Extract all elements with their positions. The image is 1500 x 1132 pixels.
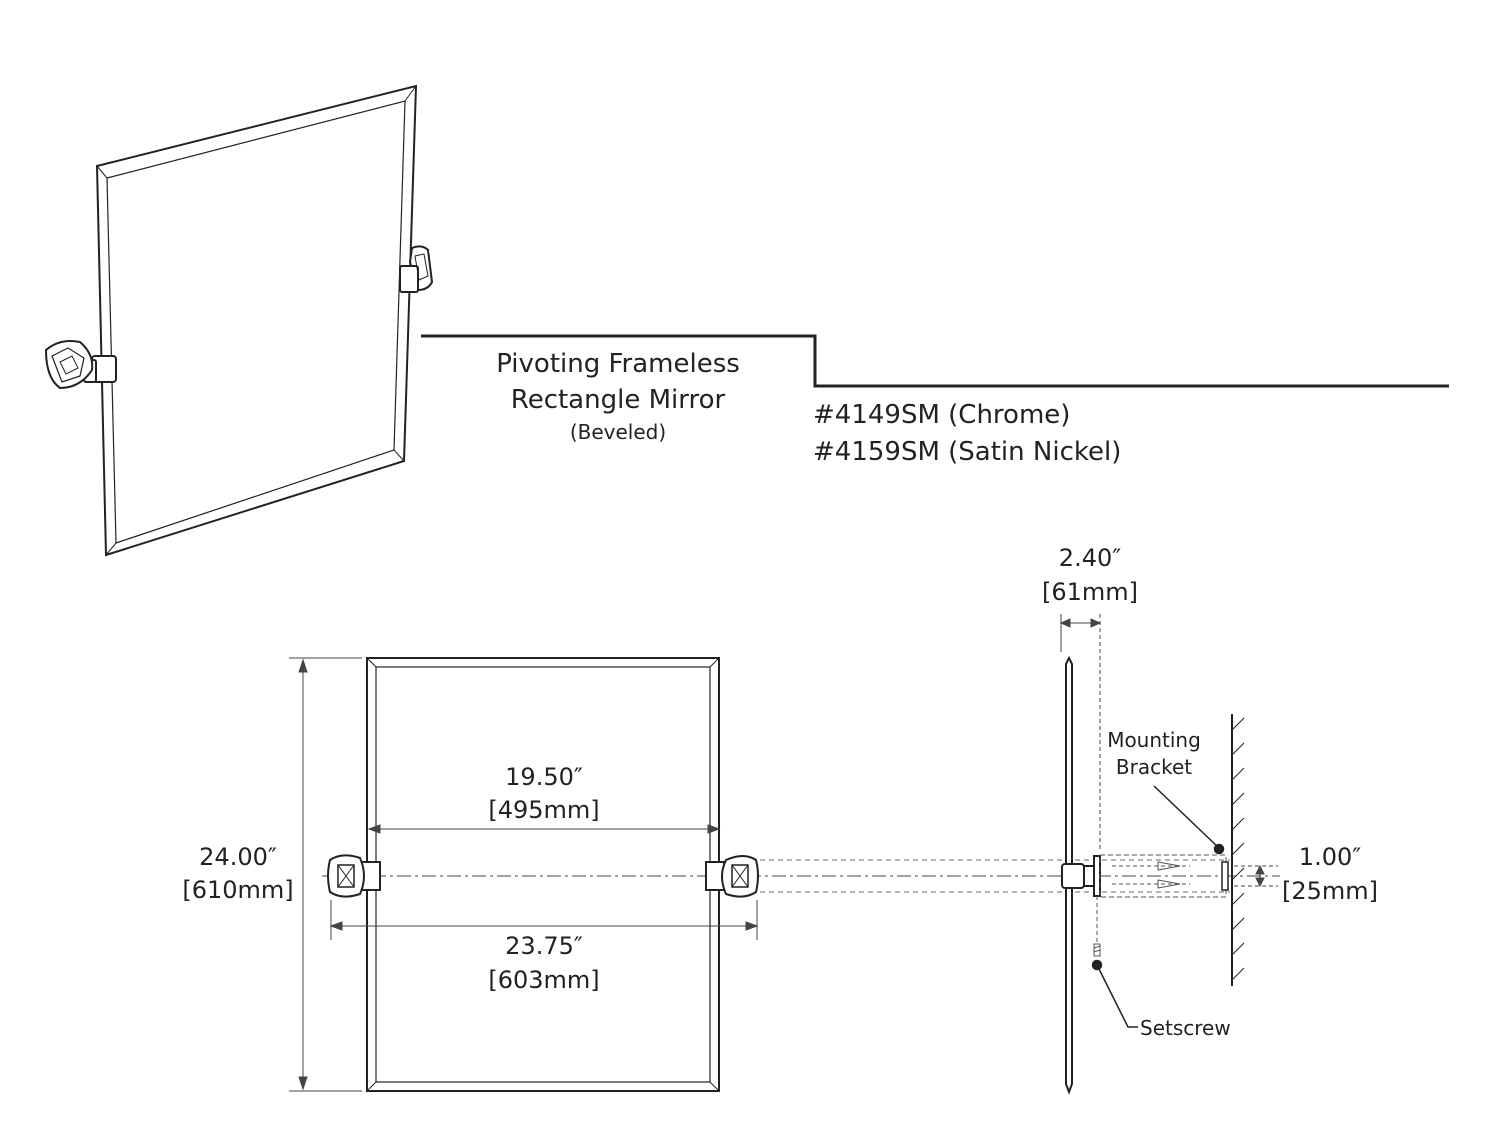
- mounting-bracket-label-line1: Mounting: [1107, 728, 1201, 752]
- projection-dimension-imperial: 2.40″: [1058, 544, 1122, 572]
- perspective-mirror: [95, 84, 418, 557]
- projection-dimension-metric: [61mm]: [1041, 578, 1139, 606]
- bracket-height-dimension-imperial: 1.00″: [1298, 843, 1362, 871]
- wall: [1231, 714, 1245, 986]
- wall-plate: [1221, 861, 1229, 891]
- overall-width-dimension-line: [329, 900, 759, 940]
- overall-width-dimension-metric: [603mm]: [488, 966, 600, 994]
- perspective-left-bracket: [44, 340, 117, 390]
- product-title-note: (Beveled): [569, 420, 667, 444]
- screws: [1112, 861, 1190, 889]
- glass-width-dimension-line: [367, 824, 721, 834]
- front-view-mirror: [366, 657, 720, 1092]
- bracket-height-dimension-metric: [25mm]: [1281, 877, 1379, 905]
- front-left-bracket: [327, 854, 381, 898]
- overall-width-dimension-imperial: 23.75″: [505, 932, 583, 960]
- glass-width-dimension-imperial: 19.50″: [505, 763, 583, 791]
- glass-width-dimension-metric: [495mm]: [488, 796, 600, 824]
- model-number-satin-nickel: #4159SM (Satin Nickel): [813, 437, 1122, 467]
- height-dimension-metric: [610mm]: [182, 876, 294, 904]
- perspective-right-bracket: [399, 245, 434, 293]
- product-title-line1: Pivoting Frameless: [496, 349, 740, 379]
- mounting-bracket-label-line2: Bracket: [1115, 755, 1193, 779]
- height-dimension-imperial: 24.00″: [199, 843, 277, 871]
- setscrew: [1093, 896, 1101, 957]
- side-view-bracket: [1061, 855, 1101, 897]
- model-number-chrome: #4149SM (Chrome): [813, 400, 1071, 430]
- height-dimension-line: [289, 657, 362, 1092]
- mounting-bracket-leader: [1153, 785, 1225, 855]
- product-title-line2: Rectangle Mirror: [510, 385, 726, 415]
- bracket-height-dimension-line: [1234, 864, 1278, 888]
- setscrew-label: Setscrew: [1140, 1016, 1231, 1040]
- projection-dimension-line: [1059, 614, 1102, 852]
- setscrew-leader: [1091, 959, 1138, 1028]
- front-right-bracket: [705, 855, 759, 898]
- title-rule: [421, 334, 1449, 388]
